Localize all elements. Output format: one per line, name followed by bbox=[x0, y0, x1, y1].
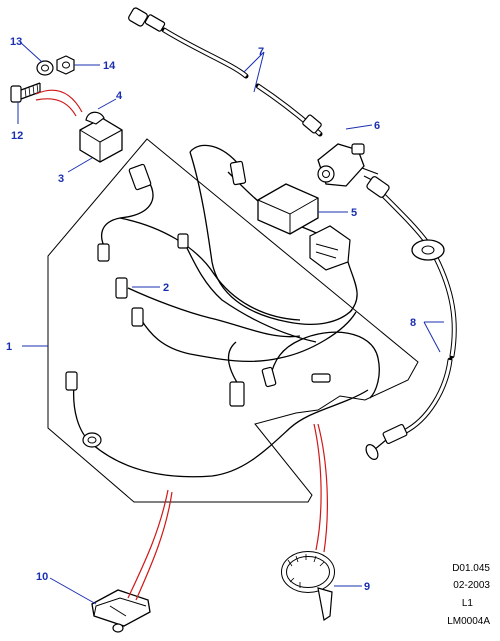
callout-3: 3 bbox=[58, 173, 64, 185]
info-block: D01.045 02-2003 L1 LM0004A bbox=[447, 563, 490, 627]
harness-connector-2 bbox=[115, 277, 128, 299]
callout-labels: 1 2 3 4 5 6 7 8 9 10 12 13 14 bbox=[6, 36, 416, 593]
info-ref: D01.045 bbox=[452, 563, 490, 574]
callout-6: 6 bbox=[374, 120, 380, 132]
harness-connectors bbox=[65, 160, 331, 448]
harness-connector-mid bbox=[177, 233, 189, 249]
speedo-cable-lower-part-8 bbox=[365, 176, 457, 460]
relay-part-3 bbox=[79, 111, 123, 163]
relay-bracket-part-4 bbox=[85, 111, 105, 125]
callout-12: 12 bbox=[11, 130, 23, 142]
harness-connector-upper bbox=[229, 160, 247, 186]
callout-8: 8 bbox=[410, 317, 416, 329]
cable-tie-part-9 bbox=[281, 551, 335, 622]
info-date: 02-2003 bbox=[453, 580, 490, 591]
harness-connector-top bbox=[128, 163, 152, 191]
callout-10: 10 bbox=[36, 571, 48, 583]
callout-14: 14 bbox=[103, 60, 116, 72]
harness-connector-small bbox=[261, 366, 277, 388]
harness-connector-socket bbox=[229, 381, 245, 407]
clip-part-10 bbox=[91, 589, 151, 633]
leader-lines bbox=[17, 41, 444, 605]
info-level: L1 bbox=[462, 598, 474, 609]
info-code: LM0004A bbox=[447, 616, 490, 627]
nut-part-14 bbox=[56, 55, 75, 75]
speedo-cable-upper-part-7 bbox=[128, 7, 323, 137]
callout-5: 5 bbox=[351, 207, 357, 219]
callout-4: 4 bbox=[116, 90, 123, 102]
callout-9: 9 bbox=[364, 581, 370, 593]
relay-part-5 bbox=[257, 183, 351, 271]
callout-13: 13 bbox=[10, 36, 22, 48]
bolt-part-12 bbox=[10, 82, 41, 103]
harness-connector-end bbox=[65, 371, 78, 391]
washer-part-13 bbox=[36, 60, 54, 76]
harness-connector-left bbox=[97, 243, 110, 262]
callout-7: 7 bbox=[258, 46, 264, 58]
main-harness bbox=[72, 144, 380, 478]
speed-sensor-part-6 bbox=[317, 143, 379, 187]
harness-connector-plug bbox=[311, 373, 331, 383]
linkage-lines bbox=[35, 89, 328, 601]
callout-1: 1 bbox=[6, 341, 12, 353]
harness-connector-lower bbox=[131, 307, 144, 327]
callout-2: 2 bbox=[163, 282, 169, 294]
harness-outline bbox=[47, 138, 419, 503]
